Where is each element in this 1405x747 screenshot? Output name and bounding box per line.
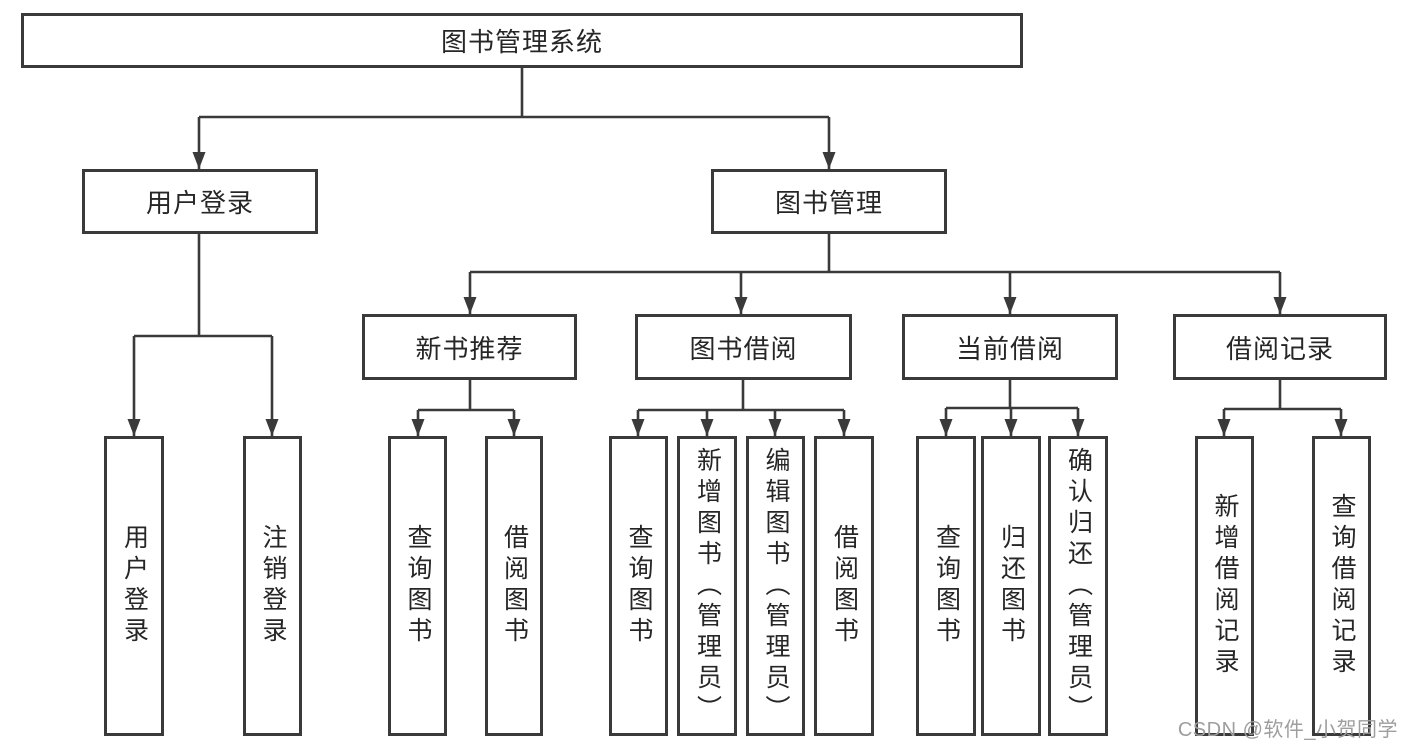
leaf-query-borrow-record: 查询借阅记录 [1312, 436, 1371, 736]
leaf-add-borrow-record: 新增借阅记录 [1195, 436, 1254, 736]
leaf-add-book-admin: 新增图书（管理员） [677, 436, 737, 736]
leaf-query-borrow-record-label: 查询借阅记录 [1328, 493, 1356, 679]
node-book-borrowing: 图书借阅 [635, 314, 852, 380]
node-root-system-label: 图书管理系统 [440, 27, 603, 57]
leaf-logout-label: 注销登录 [259, 524, 287, 648]
leaf-confirm-return-admin-label: 确认归还（管理员） [1064, 446, 1093, 726]
leaf-return-book-label: 归还图书 [997, 524, 1026, 648]
leaf-add-borrow-record-label: 新增借阅记录 [1211, 493, 1239, 679]
leaf-borrow-book-recommend-label: 借阅图书 [500, 524, 529, 648]
leaf-borrow-book-borrowing-label: 借阅图书 [830, 524, 859, 648]
leaf-user-login: 用户登录 [104, 436, 164, 736]
tree-wires [134, 68, 1341, 412]
leaf-query-book-borrowing: 查询图书 [609, 436, 668, 736]
leaf-query-book-recommend: 查询图书 [388, 436, 447, 736]
node-user-login: 用户登录 [82, 169, 318, 234]
node-current-borrowing-label: 当前借阅 [955, 333, 1064, 364]
leaf-user-login-label: 用户登录 [120, 524, 149, 648]
watermark: CSDN @软件_小贺同学 [1177, 719, 1398, 741]
node-root-system: 图书管理系统 [21, 13, 1023, 68]
leaf-return-book: 归还图书 [981, 436, 1041, 736]
leaf-edit-book-admin: 编辑图书（管理员） [746, 436, 805, 736]
node-borrowing-records-label: 借阅记录 [1225, 333, 1334, 364]
node-book-borrowing-label: 图书借阅 [689, 333, 798, 364]
node-book-management-label: 图书管理 [774, 188, 883, 218]
node-new-book-recommend-label: 新书推荐 [415, 333, 524, 364]
node-book-management: 图书管理 [711, 169, 947, 234]
node-user-login-label: 用户登录 [145, 188, 254, 218]
leaf-confirm-return-admin: 确认归还（管理员） [1048, 436, 1108, 736]
leaf-query-book-recommend-label: 查询图书 [404, 524, 432, 648]
leaf-query-book-current: 查询图书 [916, 436, 976, 736]
leaf-edit-book-admin-label: 编辑图书（管理员） [762, 446, 790, 726]
node-new-book-recommend: 新书推荐 [362, 314, 577, 380]
leaf-query-book-current-label: 查询图书 [932, 524, 961, 648]
leaf-logout: 注销登录 [243, 436, 302, 736]
leaf-query-book-borrowing-label: 查询图书 [625, 524, 653, 648]
leaf-borrow-book-borrowing: 借阅图书 [814, 436, 874, 736]
node-borrowing-records: 借阅记录 [1173, 314, 1387, 380]
leaf-add-book-admin-label: 新增图书（管理员） [693, 446, 722, 726]
node-current-borrowing: 当前借阅 [902, 314, 1118, 380]
leaf-borrow-book-recommend: 借阅图书 [485, 436, 543, 736]
